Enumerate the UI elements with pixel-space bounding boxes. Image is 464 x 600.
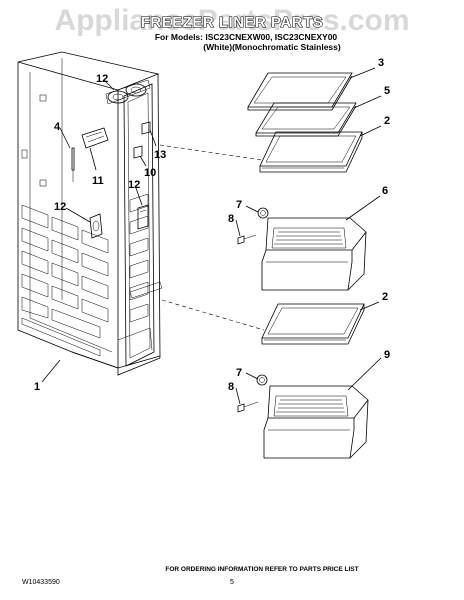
document-number: W10433590 [22,579,60,586]
light-housing-drawing [71,127,109,182]
page-number: 5 [230,579,234,586]
callout-2-lower: 2 [382,291,388,303]
clips-drawing [133,121,151,159]
drawer-hardware-upper-drawing [237,207,269,245]
leader-lines [41,67,382,405]
callout-numbers: 3 5 2 6 2 9 7 8 7 8 12 4 11 12 12 13 10 … [34,57,390,393]
callout-10: 10 [144,167,156,179]
shelf-frame-2-upper-drawing [259,131,363,173]
fan-assembly-drawing [105,79,151,105]
rail-clip-drawing [137,204,149,230]
switch-drawing [89,213,103,239]
glass-shelf-5-drawing [255,102,357,137]
variants-line: (White)(Monochromatic Stainless) [203,42,341,52]
ordering-note: FOR ORDERING INFORMATION REFER TO PARTS … [165,566,358,573]
callout-12-top: 12 [96,73,108,85]
callout-8-upper: 8 [228,213,234,225]
callout-1: 1 [34,381,40,393]
glass-shelf-3-drawing [247,72,353,111]
models-line: For Models: ISC23CNEXW00, ISC23CNEXY00 [155,32,338,42]
callout-12-right: 12 [128,179,140,191]
watermark: AppliancePartsPros.com [54,4,409,37]
callout-13: 13 [154,149,166,161]
page-title: FREEZER LINER PARTS [141,14,324,31]
callout-7-lower: 7 [236,367,242,379]
freezer-liner-drawing [17,51,161,376]
deli-drawer-9-drawing [263,385,369,459]
callout-12-left: 12 [54,201,66,213]
shelf-frame-2-lower-drawing [261,303,365,345]
callout-6: 6 [382,185,388,197]
crisper-drawer-6-drawing [261,217,367,291]
callout-4: 4 [54,121,61,133]
assembly-lines [159,144,265,331]
drawer-hardware-lower-drawing [237,374,268,413]
callout-11: 11 [92,175,104,187]
callout-9: 9 [384,349,390,361]
callout-5: 5 [384,85,390,97]
callout-2-upper: 2 [384,115,390,127]
callout-3: 3 [378,57,384,69]
callout-8-lower: 8 [228,381,234,393]
callout-7-upper: 7 [236,199,242,211]
